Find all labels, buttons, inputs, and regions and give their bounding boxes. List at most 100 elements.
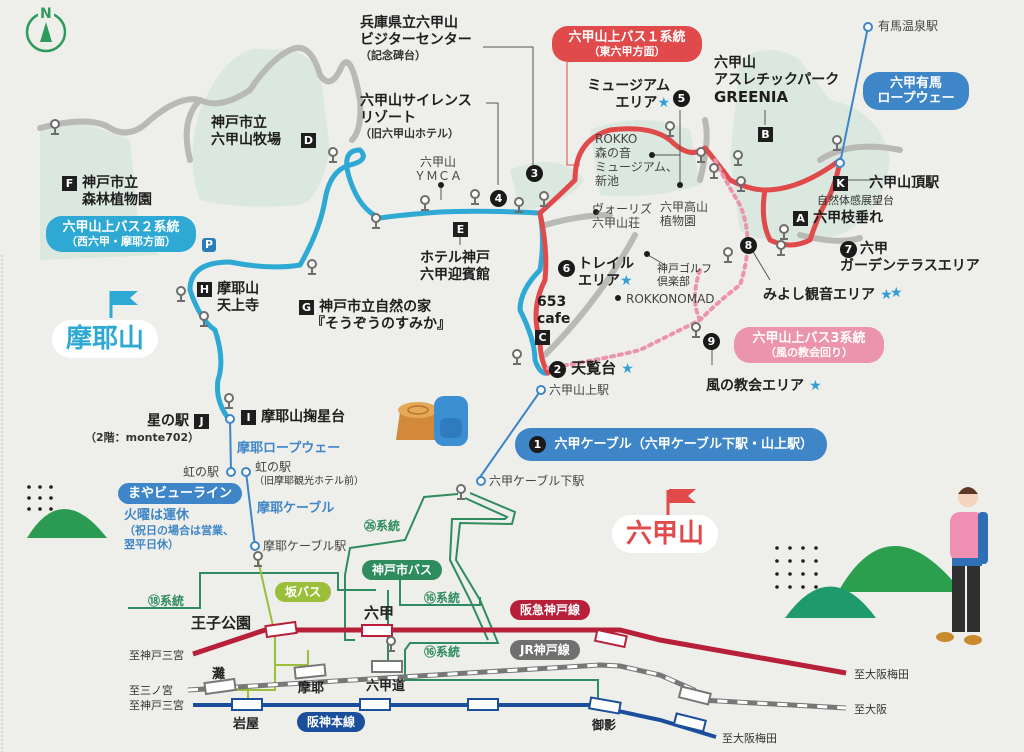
- maya-view-line-title: まやビューライン: [128, 486, 233, 501]
- station-niji-right-sub: （旧摩耶観光ホテル前）: [254, 476, 364, 487]
- bus2-route-badge[interactable]: 六甲山上バス２系統 （西六甲・摩耶方面）: [46, 216, 196, 252]
- area-2-label: 天覧台: [571, 359, 617, 377]
- area-number-9[interactable]: 9: [703, 333, 720, 350]
- arima-ropeway-title: 六甲有馬: [889, 76, 942, 91]
- station-maya-cable[interactable]: 摩耶ケーブル駅: [263, 539, 347, 553]
- facility-F-line2: 森林植物園: [82, 192, 152, 208]
- facility-C-code[interactable]: C: [535, 330, 550, 345]
- station-maya[interactable]: 摩耶: [298, 681, 325, 696]
- maya-view-line-note-sub1: （祝日の場合は営業、: [124, 524, 234, 537]
- hankyu-line-badge[interactable]: 阪急神戸線: [510, 600, 591, 620]
- area-number-3[interactable]: 3: [526, 165, 543, 182]
- facility-H-line1: 摩耶山: [217, 281, 260, 297]
- arima-ropeway-badge[interactable]: 六甲有馬 ロープウェー: [863, 72, 969, 110]
- visitor-center-line2: ビジターセンター: [360, 32, 472, 48]
- landmark-rokko-morinooto[interactable]: ROKKO 森の音 ミュージアム、 新池: [595, 132, 678, 188]
- facility-I[interactable]: I 摩耶山掬星台: [241, 406, 345, 426]
- landmark-golf-club[interactable]: 神戸ゴルフ 倶楽部: [657, 262, 712, 288]
- facility-A[interactable]: 自然体感展望台 A 六甲枝垂れ: [793, 194, 894, 227]
- station-oji-koen[interactable]: 王子公園: [191, 614, 252, 632]
- morinooto-line3: ミュージアム、: [595, 160, 678, 174]
- bus3-route-badge[interactable]: 六甲山上バス3系統 （風の教会回り）: [734, 327, 884, 363]
- facility-J-sub: （2階：monte702）: [85, 431, 200, 444]
- bus2-title: 六甲山上バス２系統: [62, 220, 180, 235]
- compass-icon: [25, 8, 67, 53]
- stump-backpack-illustration: [396, 396, 468, 446]
- station-rokko[interactable]: 六甲: [364, 604, 395, 622]
- area-6-trail[interactable]: 6 トレイル エリア★: [558, 256, 634, 290]
- area-9-label: 風の教会エリア: [706, 378, 804, 394]
- facility-G-code: G: [299, 300, 314, 315]
- rokko-flag-icon: [666, 489, 696, 517]
- facility-E-line2: 六甲迎賓館: [420, 267, 490, 283]
- facility-D-code[interactable]: D: [301, 133, 316, 148]
- kobe-city-bus-badge[interactable]: 神戸市バス: [362, 560, 443, 580]
- rokko-cable-badge[interactable]: 1 六甲ケーブル（六甲ケーブル下駅・山上駅）: [515, 428, 827, 461]
- facility-G[interactable]: G 神戸市立自然の家 『そうぞうのすみか』: [299, 296, 451, 333]
- golf-club-line2: 倶楽部: [657, 275, 690, 288]
- landmark-vories[interactable]: ヴォーリズ 六甲山荘: [592, 202, 652, 230]
- area-6-label1: トレイル: [578, 256, 634, 272]
- alpine-garden-line1: 六甲高山: [660, 200, 709, 214]
- jr-line-badge[interactable]: JR神戸線: [510, 640, 580, 660]
- area-7-garden-terrace[interactable]: 7 六甲 ガーデンテラスエリア: [840, 241, 980, 275]
- forest-areas: [40, 48, 890, 260]
- station-rokkomichi[interactable]: 六甲道: [366, 679, 406, 694]
- facility-B-code[interactable]: B: [758, 127, 773, 142]
- facility-E[interactable]: ホテル神戸 六甲迎賓館: [420, 250, 490, 284]
- saka-bus-badge[interactable]: 坂バス: [275, 582, 332, 602]
- dest-jr-east: 至大阪: [854, 703, 887, 716]
- station-rokko-sanjo[interactable]: 六甲山上駅: [549, 383, 610, 397]
- maya-view-line-badge[interactable]: まやビューライン: [118, 483, 243, 504]
- area-number-8[interactable]: 8: [740, 237, 757, 254]
- museum-area[interactable]: ミュージアム エリア★: [578, 78, 670, 112]
- facility-D-line1: 神戸市立: [211, 115, 267, 131]
- station-iwaya[interactable]: 岩屋: [233, 717, 260, 732]
- facility-K-code: K: [833, 176, 848, 191]
- area-number-7: 7: [840, 241, 857, 258]
- bus2-route-south: [517, 210, 551, 376]
- station-arima-onsen[interactable]: 有馬温泉駅: [878, 19, 939, 33]
- landmark-visitor-center[interactable]: 兵庫県立六甲山 ビジターセンター （記念碑台）: [360, 15, 472, 62]
- hankyu-line: [192, 627, 847, 676]
- facility-H[interactable]: H 摩耶山 天上寺: [197, 278, 259, 315]
- bus1-sub: （東六甲方面）: [588, 45, 666, 58]
- landmark-ymca[interactable]: 六甲山 ＹＭＣＡ: [414, 155, 462, 183]
- maya-view-line-note: 火曜は運休: [124, 508, 190, 523]
- museum-area-line2: エリア: [615, 95, 658, 111]
- station-niji-right[interactable]: 虹の駅: [255, 460, 292, 474]
- area-2-tenrandai[interactable]: 2 天覧台 ★: [549, 358, 634, 378]
- alpine-garden-line2: 植物園: [660, 214, 697, 228]
- facility-C-line2: cafe: [537, 311, 571, 327]
- mountain-label-maya: 摩耶山: [52, 320, 159, 358]
- facility-F-line1: 神戸市立: [82, 175, 139, 191]
- area-number-4[interactable]: 4: [490, 190, 507, 207]
- landmark-rokkonomad[interactable]: ROKKONOMAD: [626, 292, 715, 306]
- station-rokko-cable-shita[interactable]: 六甲ケーブル下駅: [489, 474, 585, 488]
- star-icon: ★: [657, 95, 670, 111]
- facility-C[interactable]: 653 cafe: [537, 294, 570, 328]
- parking-icon: P: [202, 238, 217, 252]
- silence-resort-line1: 六甲山サイレンス: [360, 93, 472, 109]
- facility-A-label: 六甲枝垂れ: [813, 210, 884, 226]
- station-niji-left[interactable]: 虹の駅: [183, 465, 220, 479]
- area-9-kaze-church[interactable]: 風の教会エリア ★: [706, 375, 822, 395]
- facility-E-code[interactable]: E: [453, 222, 468, 237]
- facility-F[interactable]: F 神戸市立 森林植物園: [62, 172, 152, 209]
- facility-B[interactable]: 六甲山 アスレチックパーク GREENIA: [714, 55, 839, 106]
- station-nada[interactable]: 灘: [212, 667, 226, 682]
- area-8-miyoshi[interactable]: みよし観音エリア ★: [763, 284, 893, 304]
- landmark-alpine-garden[interactable]: 六甲高山 植物園: [660, 200, 708, 228]
- museum-area-line1: ミュージアム: [587, 78, 670, 94]
- station-mikage[interactable]: 御影: [592, 718, 617, 732]
- facility-J[interactable]: 星の駅 J: [147, 410, 210, 430]
- area-number-1: 1: [529, 436, 546, 453]
- hanshin-line-badge[interactable]: 阪神本線: [297, 712, 366, 732]
- facility-K[interactable]: K 六甲山頂駅: [833, 172, 939, 192]
- maya-ropeway-line: [229, 417, 232, 473]
- facility-D[interactable]: 神戸市立 六甲山牧場: [211, 115, 281, 149]
- area-number-5[interactable]: 5: [673, 90, 690, 107]
- bus1-route-badge[interactable]: 六甲山上バス１系統 （東六甲方面）: [552, 26, 702, 62]
- landmark-silence-resort[interactable]: 六甲山サイレンス リゾート （旧六甲山ホテル）: [360, 93, 472, 140]
- arima-ropeway-line: [839, 26, 869, 164]
